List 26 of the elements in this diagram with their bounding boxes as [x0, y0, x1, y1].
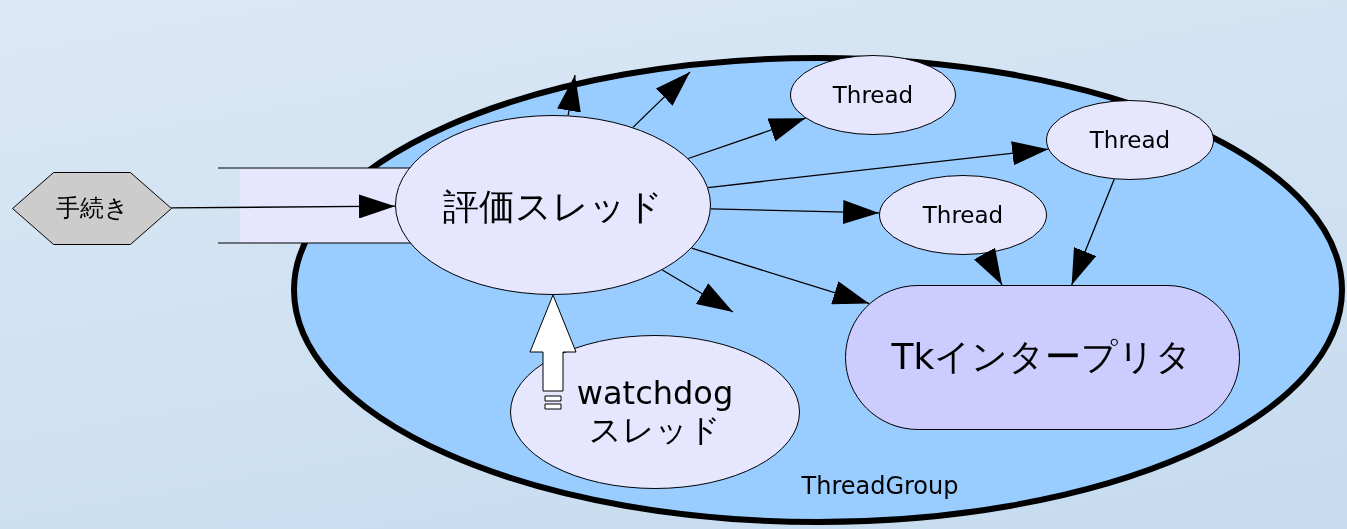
- thread-label: Thread: [832, 81, 914, 109]
- arrow: [707, 141, 1049, 189]
- arrow: [632, 71, 691, 129]
- thread-label: watchdog スレッド: [575, 375, 735, 449]
- arrow: [690, 247, 870, 305]
- arrow: [974, 247, 1003, 286]
- thread-group-ellipse: [291, 55, 1345, 525]
- thread-ellipse: [879, 175, 1047, 255]
- arrow: [170, 194, 396, 219]
- procedure-label: 手続き: [55, 195, 129, 223]
- watchdog-thread-ellipse: [510, 335, 800, 489]
- arrow: [557, 74, 581, 117]
- thread-ellipse: [790, 55, 956, 135]
- arrow: [661, 269, 734, 313]
- group-label: ThreadGroup: [801, 473, 959, 501]
- procedure-hexagon: [12, 172, 172, 245]
- evaluation-thread-ellipse: [395, 115, 711, 295]
- arrow: [1071, 178, 1115, 286]
- block-arrow: [529, 294, 577, 410]
- thread-label: 評価スレッド: [443, 186, 663, 228]
- thread-label: Thread: [922, 201, 1004, 229]
- thread-label: Thread: [1089, 126, 1171, 154]
- thread-ellipse: [1046, 100, 1214, 180]
- arrow: [687, 117, 807, 160]
- interpreter-label: Tkインタープリタ: [891, 336, 1193, 378]
- arrow: [710, 200, 880, 225]
